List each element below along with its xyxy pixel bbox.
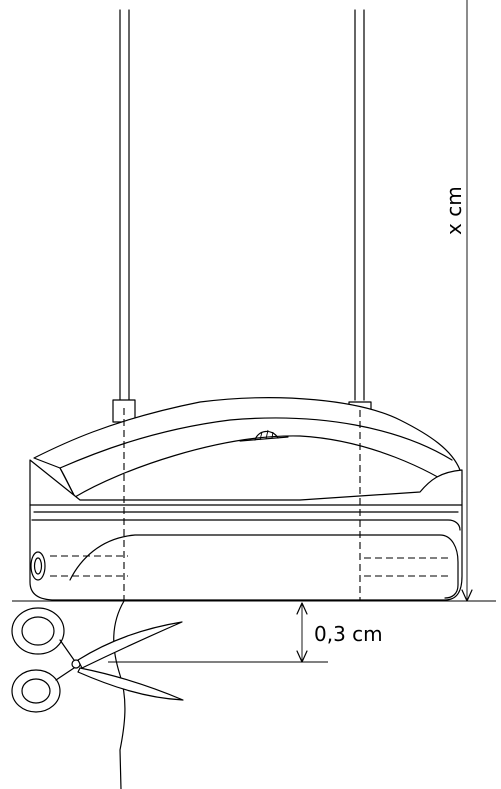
cut-label: 0,3 cm (314, 622, 383, 646)
lamp-housing (29, 397, 463, 601)
height-label: x cm (442, 186, 466, 235)
height-dimension: x cm (442, 0, 473, 602)
end-cap-icon (30, 551, 46, 581)
cord-icon (113, 600, 126, 789)
hidden-lines (50, 408, 452, 600)
scissors-icon (11, 607, 184, 713)
suspension-rod-left (112, 9, 136, 423)
knob-icon (254, 430, 279, 441)
cut-dimension: 0,3 cm (108, 602, 383, 663)
suspension-rod-right (348, 9, 372, 423)
